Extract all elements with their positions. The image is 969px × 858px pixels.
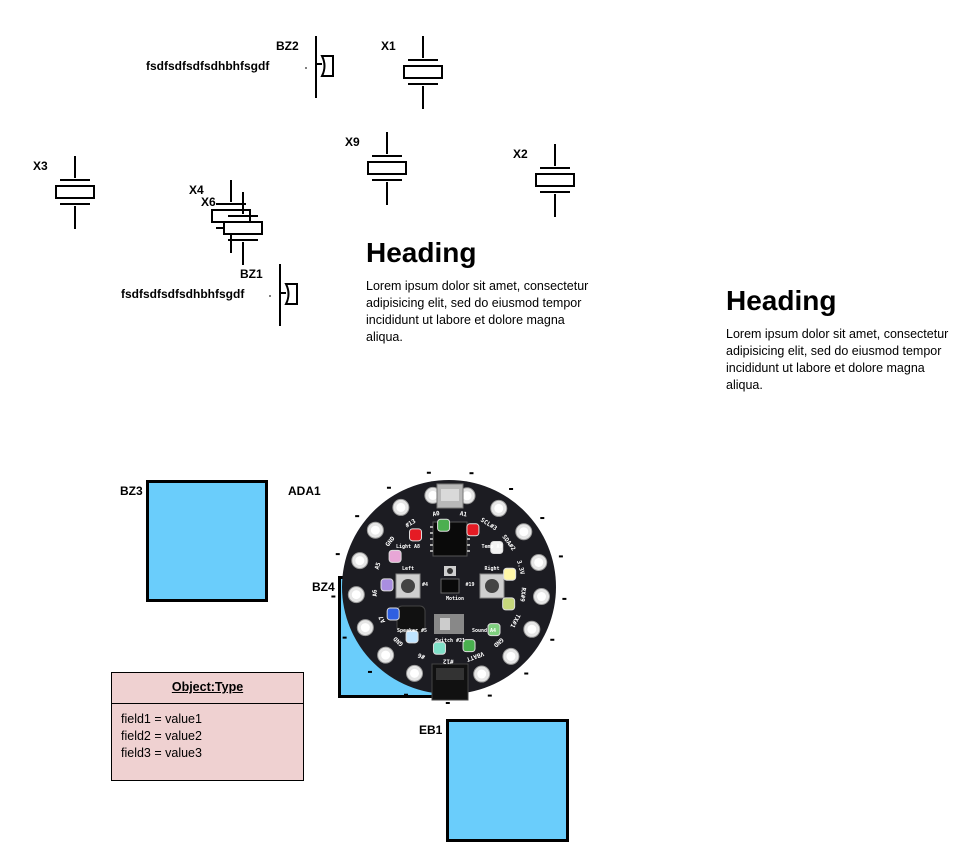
board-pad-hole [370, 525, 380, 535]
label-bz4: BZ4 [312, 580, 335, 594]
board-led [462, 639, 476, 653]
board-silk-label: Left [402, 566, 414, 572]
board-led [502, 597, 516, 611]
board-pad-label: A5 [374, 561, 383, 570]
board-pad-hole [410, 668, 420, 678]
buzzer-bz2-icon [305, 36, 334, 98]
board-pad-hole [351, 590, 361, 600]
label-x9: X9 [345, 135, 360, 149]
board-led [388, 549, 402, 563]
object-type-box[interactable]: Object:Type field1 = value1 field2 = val… [111, 672, 304, 781]
board-pad-hole [534, 557, 544, 567]
label-bz2: BZ2 [276, 39, 299, 53]
crystal-x1-icon [403, 36, 443, 109]
board-pad-label: A1 [459, 510, 468, 518]
label-bz2-text: fsdfsdfsdfsdhbhfsgdf [146, 59, 270, 73]
board-silk-label: Light A8 [396, 544, 420, 550]
board-led [409, 528, 423, 542]
text-block-2-heading: Heading [726, 285, 837, 316]
board-led [405, 630, 419, 644]
text-block-1-body: Lorem ipsum dolor sit amet, consectetur … [366, 279, 589, 344]
board-pad-label: #6 [417, 651, 427, 660]
object-field-3: field3 = value3 [121, 746, 202, 760]
board-silk-label: Speaker #5 [397, 628, 427, 634]
label-x6: X6 [201, 195, 216, 209]
board-led [490, 540, 504, 554]
object-type-fields: field1 = value1 field2 = value2 field3 =… [112, 704, 303, 769]
eb1-box[interactable] [446, 719, 569, 842]
board-silk-label: Switch #21 [435, 638, 465, 644]
board-led [386, 607, 400, 621]
board-pad-hole [355, 556, 365, 566]
object-field-2: field2 = value2 [121, 729, 202, 743]
board-pad-hole [519, 527, 529, 537]
board-pad-label: 3.3V [515, 560, 526, 576]
board-pad-label: RX#9 [518, 587, 526, 602]
board-silk-label: #19 [465, 582, 474, 588]
board-silk-label: Sound A4 [472, 628, 496, 634]
buzzer-bz1-icon [269, 264, 298, 326]
board-pad-hole [428, 490, 438, 500]
crystal-x6-icon [223, 192, 263, 265]
board-pad-hole [396, 502, 406, 512]
board-pad-label: A0 [432, 510, 441, 518]
board-led [466, 523, 480, 537]
object-type-title: Object:Type [112, 673, 303, 704]
label-x4: X4 [189, 183, 204, 197]
label-ada1: ADA1 [288, 484, 321, 498]
board-silk-label: Motion [446, 596, 464, 602]
board-pad-hole [537, 592, 547, 602]
board-led [432, 641, 446, 655]
object-field-1: field1 = value1 [121, 712, 202, 726]
crystal-x9-icon [367, 132, 407, 205]
board-pad-hole [477, 669, 487, 679]
board-led [503, 567, 517, 581]
board-pad-label: A6 [371, 589, 379, 597]
text-block-1-heading: Heading [366, 237, 477, 268]
label-x1: X1 [381, 39, 396, 53]
board-pad-label: #12 [442, 657, 453, 664]
board-led [380, 578, 394, 592]
label-bz1-text: fsdfsdfsdfsdhbhfsgdf [121, 287, 245, 301]
text-block-2-body: Lorem ipsum dolor sit amet, consectetur … [726, 327, 949, 392]
label-bz3: BZ3 [120, 484, 143, 498]
label-eb1: EB1 [419, 723, 443, 737]
crystal-x3-icon [55, 156, 95, 229]
board-pad-hole [527, 624, 537, 634]
label-x2: X2 [513, 147, 528, 161]
board-led [487, 623, 501, 637]
board-silk-label: Right [484, 566, 499, 572]
board-pad-label: #13 [404, 518, 417, 530]
board-pad-hole [506, 651, 516, 661]
label-x3: X3 [33, 159, 48, 173]
board-pad-label: A7 [378, 614, 388, 624]
board-silk-label: Temp A9 [481, 544, 502, 550]
board-pad-hole [360, 623, 370, 633]
bz3-box[interactable] [146, 480, 268, 602]
board-silk-label: #4 [422, 582, 428, 588]
crystal-x2-icon [535, 144, 575, 217]
board-led [437, 518, 451, 532]
label-bz1: BZ1 [240, 267, 263, 281]
board-pad-hole [381, 650, 391, 660]
board-pad-hole [462, 491, 472, 501]
board-pad-hole [494, 503, 504, 513]
